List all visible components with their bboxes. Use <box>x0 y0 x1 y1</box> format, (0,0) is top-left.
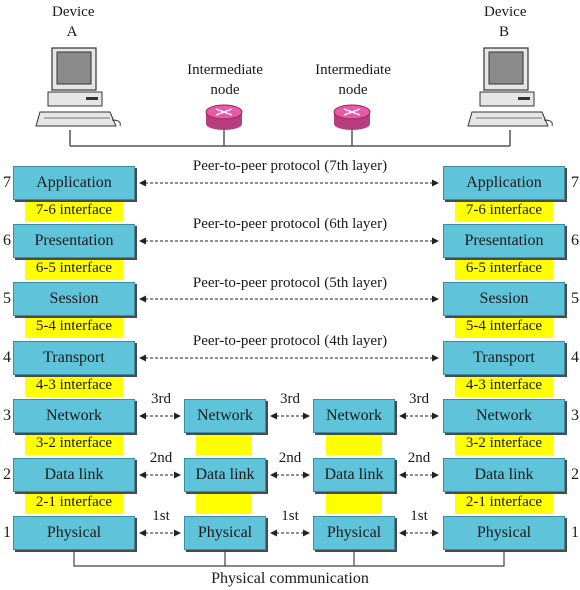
device-b-presentation-layer: Presentation <box>443 224 565 258</box>
layer-number-right-3: 3 <box>571 407 579 424</box>
device-b-physical-layer: Physical <box>443 516 565 550</box>
device-b-interface-3-2: 3-2 interface <box>455 431 553 455</box>
device-a-letter: A <box>66 24 78 40</box>
layer-number-right-7: 7 <box>571 174 579 191</box>
layer-number-right-6: 6 <box>571 232 579 249</box>
device-b-data-link-layer: Data link <box>443 458 565 492</box>
device-a-interface-3-2: 3-2 interface <box>25 431 123 455</box>
intermediate-node-2-line1: Intermediate <box>315 62 391 78</box>
hop-label-physical-1: 1st <box>152 508 170 524</box>
layer-number-left-5: 5 <box>3 290 11 307</box>
hop-label-physical-2: 1st <box>281 508 299 524</box>
device-a-interface-2-1: 2-1 interface <box>25 490 123 514</box>
layer-number-left-2: 2 <box>3 466 11 483</box>
node-2-data-link-layer: Data link <box>313 458 395 492</box>
protocol-label-6th: Peer-to-peer protocol (6th layer) <box>190 216 390 233</box>
layer-number-left-6: 6 <box>3 232 11 249</box>
layer-number-left-7: 7 <box>3 174 11 191</box>
protocol-label-7th: Peer-to-peer protocol (7th layer) <box>190 158 390 175</box>
intermediate-node-1-line2: node <box>210 82 240 98</box>
device-a-title: Device <box>52 4 95 20</box>
router-1-icon <box>205 104 243 130</box>
computer-a-icon <box>35 47 121 127</box>
device-a-interface-4-3: 4-3 interface <box>25 373 123 397</box>
device-a-session-layer: Session <box>13 282 135 316</box>
device-a-data-link-layer: Data link <box>13 458 135 492</box>
device-b-interface-2-1: 2-1 interface <box>455 490 553 514</box>
router-2-icon <box>333 104 371 130</box>
device-b-title: Device <box>484 4 527 20</box>
physical-communication-label: Physical communication <box>211 570 369 587</box>
layer-number-right-5: 5 <box>571 290 579 307</box>
physical-medium-line <box>73 550 505 567</box>
hop-label-datalink-2: 2nd <box>278 450 302 466</box>
intermediate-node-2-line2: node <box>338 82 368 98</box>
node-1-network-layer: Network <box>184 399 266 433</box>
hop-label-network-2: 3rd <box>280 391 300 407</box>
hop-label-datalink-3: 2nd <box>407 450 431 466</box>
device-b-application-layer: Application <box>443 166 565 200</box>
device-b-letter: B <box>498 24 509 40</box>
device-a-transport-layer: Transport <box>13 341 135 375</box>
device-a-physical-layer: Physical <box>13 516 135 550</box>
layer-number-right-4: 4 <box>571 349 579 366</box>
device-b-interface-6-5: 6-5 interface <box>455 256 553 280</box>
device-a-interface-5-4: 5-4 interface <box>25 314 123 338</box>
protocol-label-4th: Peer-to-peer protocol (4th layer) <box>190 333 390 350</box>
node-2-interface-lower <box>326 490 382 514</box>
device-b-session-layer: Session <box>443 282 565 316</box>
node-1-data-link-layer: Data link <box>184 458 266 492</box>
node-2-interface-upper <box>326 431 382 455</box>
device-b-network-layer: Network <box>443 399 565 433</box>
node-2-physical-layer: Physical <box>313 516 395 550</box>
layer-number-right-2: 2 <box>571 466 579 483</box>
device-b-interface-4-3: 4-3 interface <box>455 373 553 397</box>
device-a-interface-7-6: 7-6 interface <box>25 198 123 222</box>
hop-label-network-1: 3rd <box>151 391 171 407</box>
hop-label-network-3: 3rd <box>409 391 429 407</box>
node-1-physical-layer: Physical <box>184 516 266 550</box>
node-2-network-layer: Network <box>313 399 395 433</box>
node-1-interface-lower <box>196 490 252 514</box>
intermediate-node-1-line1: Intermediate <box>187 62 263 78</box>
computer-b-icon <box>467 47 553 127</box>
device-a-application-layer: Application <box>13 166 135 200</box>
device-b-interface-7-6: 7-6 interface <box>455 198 553 222</box>
layer-number-left-4: 4 <box>3 349 11 366</box>
device-b-interface-5-4: 5-4 interface <box>455 314 553 338</box>
protocol-label-5th: Peer-to-peer protocol (5th layer) <box>190 275 390 292</box>
device-a-presentation-layer: Presentation <box>13 224 135 258</box>
layer-number-right-1: 1 <box>571 524 579 541</box>
device-a-network-layer: Network <box>13 399 135 433</box>
hop-label-physical-3: 1st <box>410 508 428 524</box>
node-1-interface-upper <box>196 431 252 455</box>
layer-number-left-1: 1 <box>3 524 11 541</box>
hop-label-datalink-1: 2nd <box>149 450 173 466</box>
network-topology-graphic <box>35 47 553 147</box>
device-b-transport-layer: Transport <box>443 341 565 375</box>
device-a-interface-6-5: 6-5 interface <box>25 256 123 280</box>
layer-number-left-3: 3 <box>3 407 11 424</box>
